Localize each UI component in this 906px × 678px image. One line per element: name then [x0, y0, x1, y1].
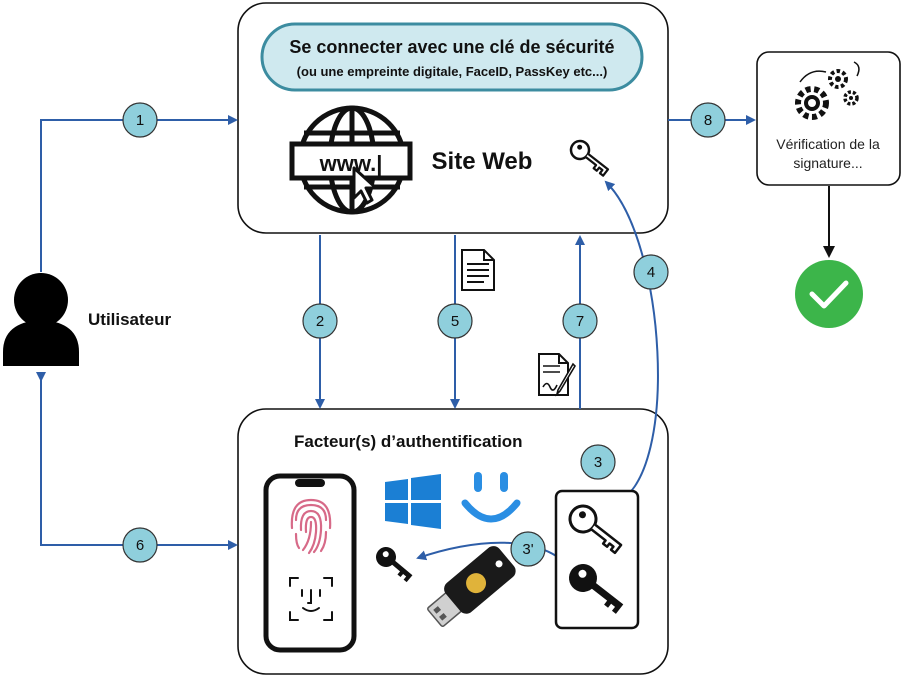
website-label: Site Web	[432, 148, 533, 175]
arrow-step-1	[40, 115, 238, 272]
svg-text:3: 3	[594, 454, 602, 471]
svg-text:1: 1	[136, 112, 144, 129]
step-badge-3b: 3'	[510, 531, 546, 567]
key-card	[554, 489, 640, 630]
login-banner	[260, 22, 644, 92]
cursor-icon	[352, 166, 378, 205]
arrow-step-6	[36, 372, 238, 550]
svg-text:6: 6	[136, 537, 144, 554]
gears-icon	[795, 61, 860, 120]
step-badge-1: 1	[122, 102, 158, 138]
verification-line2: signature...	[793, 155, 862, 171]
auth-title: Facteur(s) d’authentification	[294, 432, 523, 451]
step-badge-2: 2	[302, 303, 338, 339]
windows-hello-icon	[385, 474, 441, 529]
user-label: Utilisateur	[88, 310, 172, 329]
key-icon	[569, 564, 624, 614]
login-title: Se connecter avec une clé de sécurité	[289, 37, 614, 57]
smartphone-icon	[263, 473, 357, 653]
svg-text:4: 4	[647, 264, 655, 281]
arrow-step-4	[604, 180, 659, 503]
step-badge-3: 3	[580, 444, 616, 480]
yubikey-icon	[427, 546, 516, 627]
verification-line1: Vérification de la	[776, 136, 880, 152]
step-badge-7: 7	[562, 303, 598, 339]
signed-document-icon	[538, 353, 577, 397]
svg-text:7: 7	[576, 313, 584, 330]
key-icon	[569, 139, 610, 177]
globe-www-icon	[297, 105, 407, 215]
fingerprint-icon	[290, 498, 332, 555]
step-badge-6: 6	[122, 527, 158, 563]
svg-text:3': 3'	[522, 541, 533, 558]
login-subtitle: (ou une empreinte digitale, FaceID, Pass…	[297, 64, 608, 79]
user-icon	[3, 273, 79, 366]
url-text: www.|	[319, 151, 383, 176]
document-icon	[461, 249, 495, 291]
checkmark-badge	[795, 260, 863, 328]
svg-text:5: 5	[451, 313, 459, 330]
faceid-icon	[289, 577, 333, 621]
verification-box	[756, 51, 901, 186]
svg-text:2: 2	[316, 313, 324, 330]
checkmark-icon	[809, 280, 849, 309]
svg-text:8: 8	[704, 112, 712, 129]
key-icon	[568, 504, 623, 555]
step-badge-4: 4	[633, 254, 669, 290]
smiley-icon	[461, 472, 521, 523]
step-badge-5: 5	[437, 303, 473, 339]
key-icon	[376, 547, 413, 583]
url-bar	[289, 141, 413, 181]
step-badge-8: 8	[690, 102, 726, 138]
